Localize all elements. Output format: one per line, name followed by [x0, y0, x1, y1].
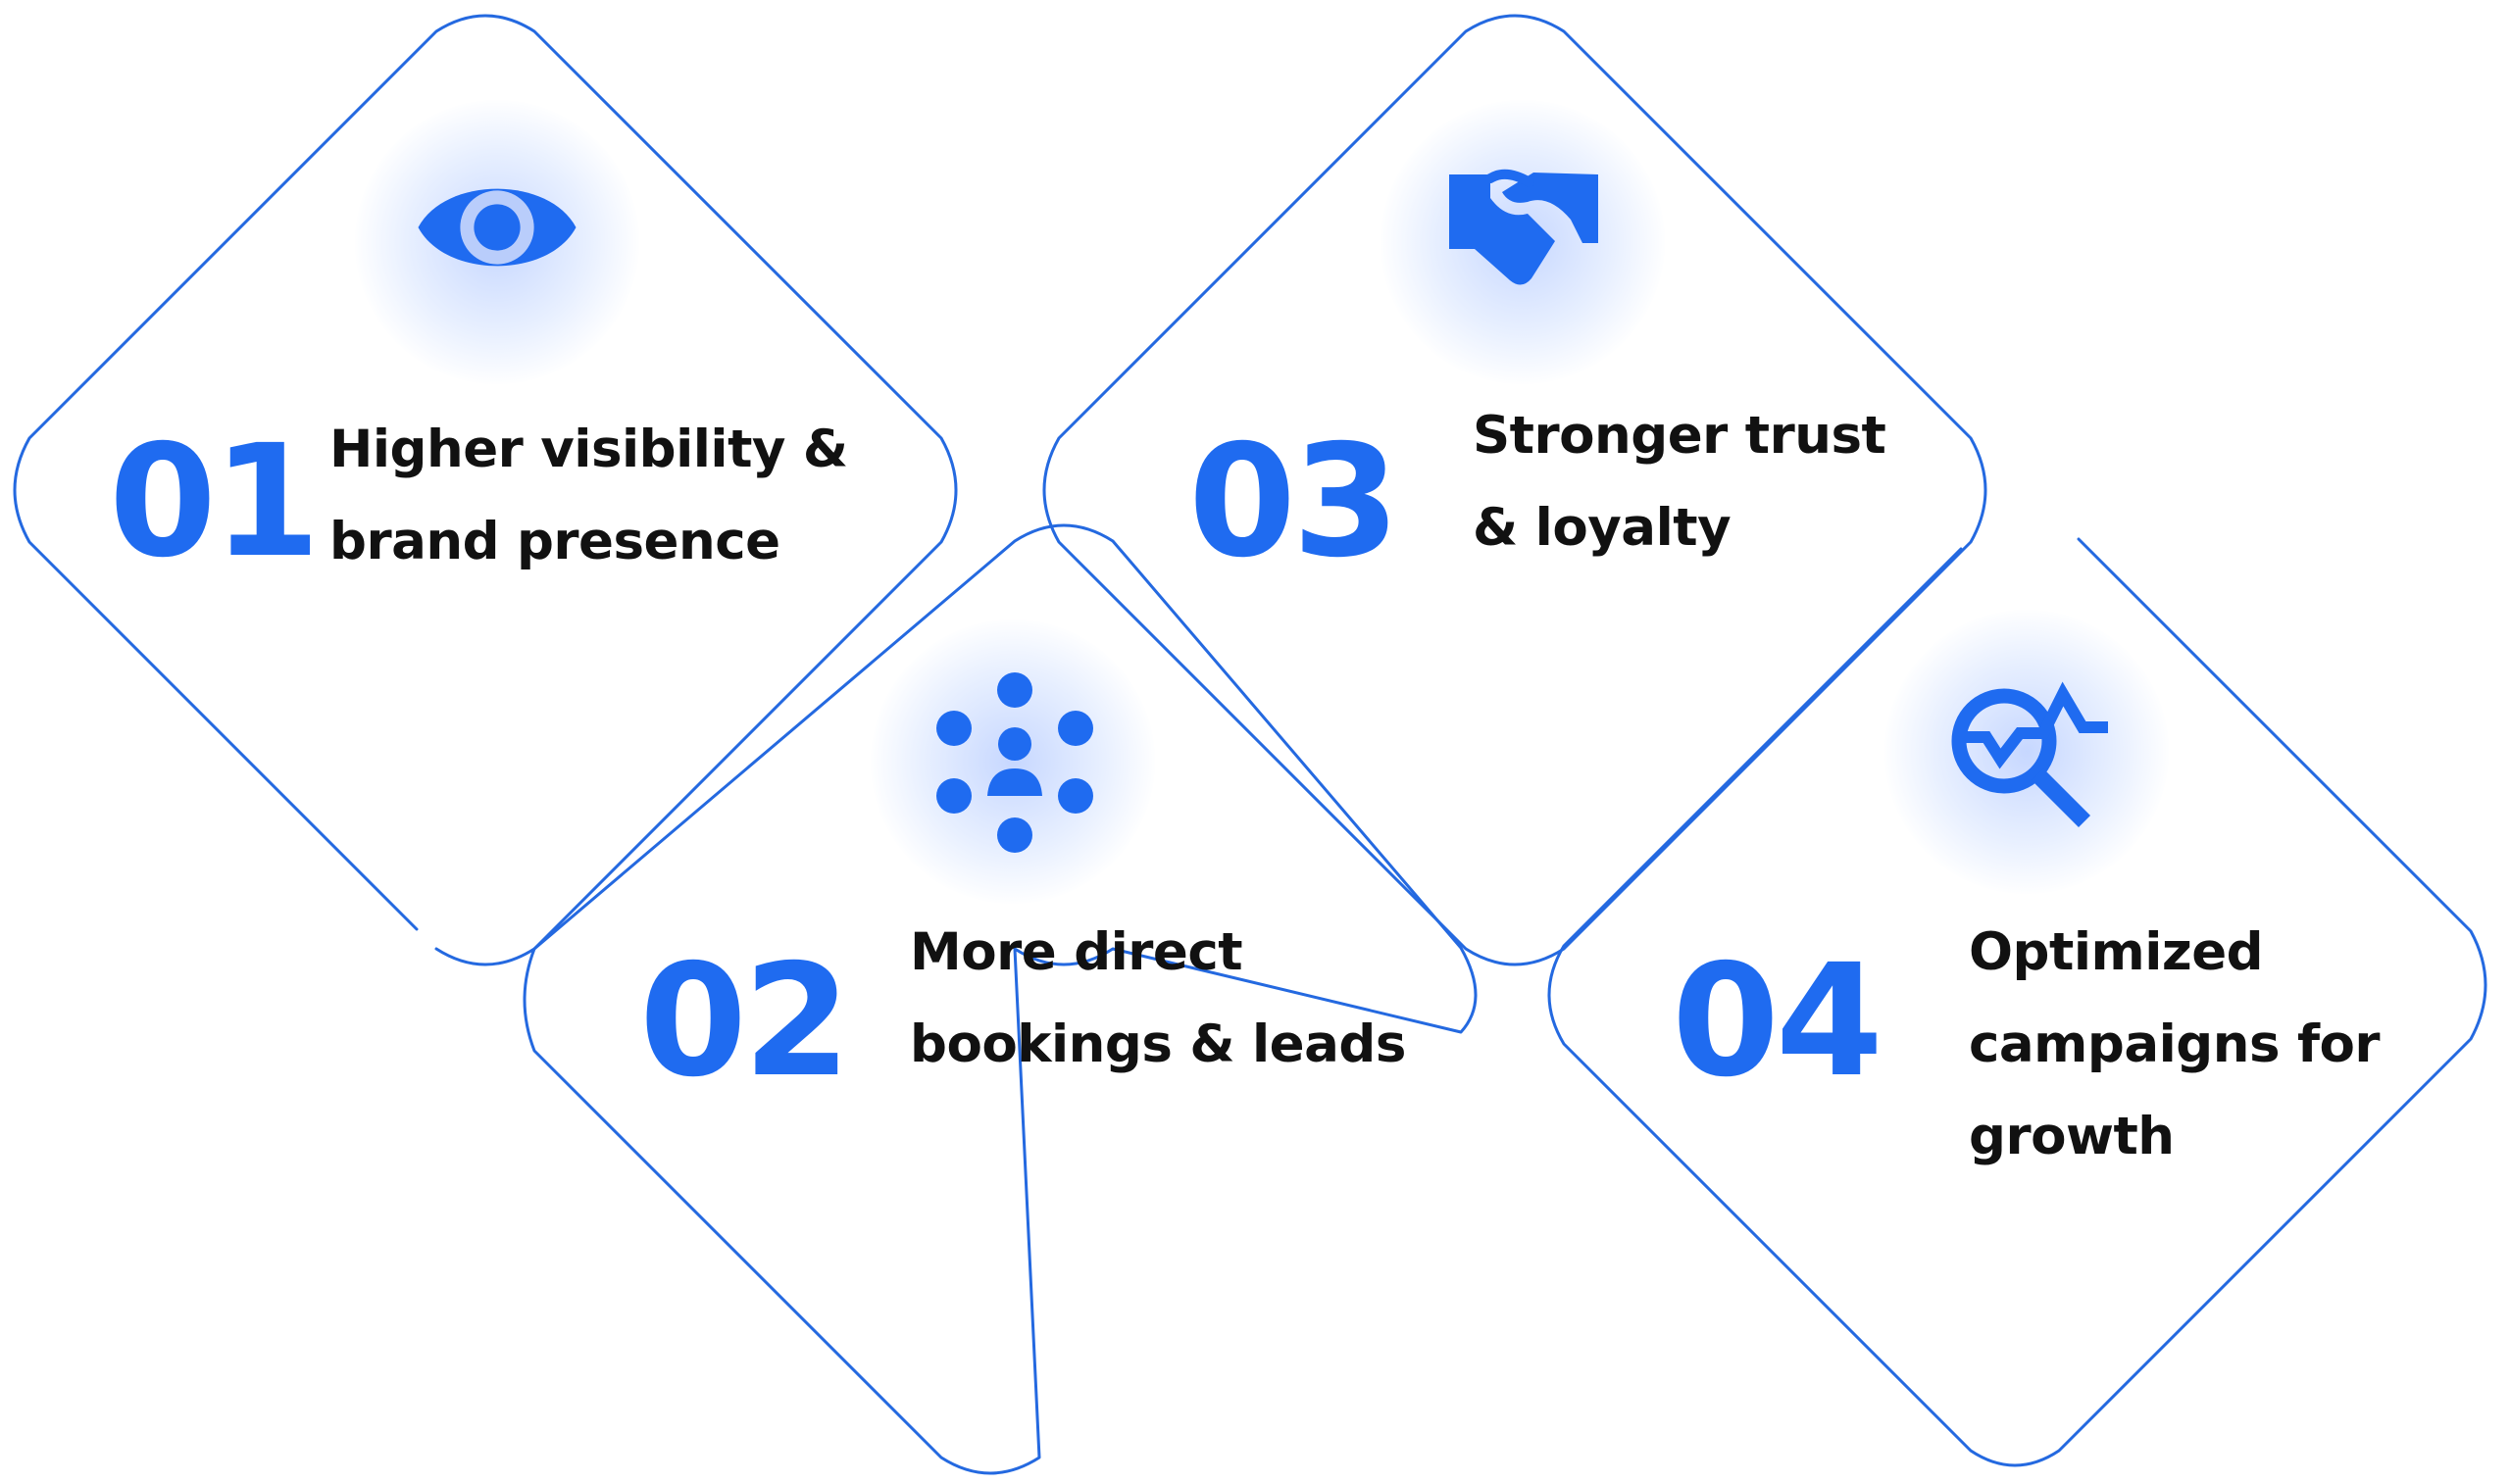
diamond-outline-04	[1547, 537, 2487, 1467]
benefit-number-01: 01	[109, 412, 321, 592]
benefit-label-line: Stronger trust	[1473, 406, 1886, 466]
diamond-outline-02	[523, 523, 1478, 1475]
eye-icon	[418, 188, 577, 267]
benefit-label-02: More direct bookings & leads	[910, 907, 1406, 1091]
icon-glow-04	[1884, 610, 2169, 894]
benefit-label-line: Optimized	[1969, 922, 2264, 982]
analytics-search-icon	[1951, 681, 2108, 828]
handshake-icon	[1449, 169, 1598, 285]
benefit-label-04: Optimized campaigns for growth	[1969, 907, 2381, 1183]
benefit-label-line: Higher visibility &	[329, 420, 848, 479]
benefit-label-line: campaigns for	[1969, 1014, 2381, 1074]
benefit-label-01: Higher visibility & brand presence	[329, 404, 848, 588]
benefit-label-line: bookings & leads	[910, 1014, 1406, 1074]
diamond-outline-01	[13, 14, 958, 966]
benefit-number-03: 03	[1188, 412, 1400, 592]
network-people-icon	[936, 672, 1093, 853]
diamond-outline-03	[1042, 14, 1987, 966]
benefit-label-03: Stronger trust & loyalty	[1473, 390, 1886, 574]
benefit-label-line: More direct	[910, 922, 1243, 982]
icon-glow-02	[871, 619, 1155, 904]
benefit-number-04: 04	[1672, 931, 1883, 1112]
benefit-label-line: brand presence	[329, 512, 780, 571]
benefit-number-02: 02	[639, 931, 851, 1112]
benefit-label-line: & loyalty	[1473, 498, 1732, 558]
benefit-label-line: growth	[1969, 1107, 2175, 1166]
